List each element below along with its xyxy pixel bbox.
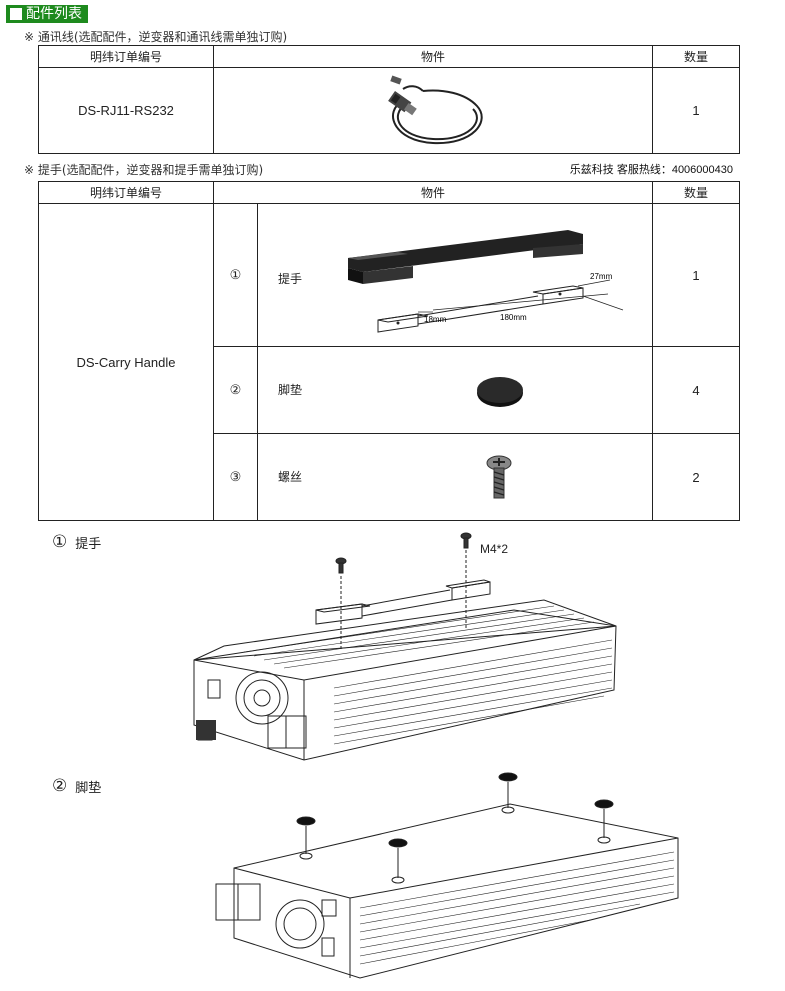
cable-image-cell xyxy=(213,67,653,154)
foot-pad-icon xyxy=(296,816,316,826)
col-order-no: 明纬订单编号 xyxy=(38,45,214,68)
foot-pad-icon xyxy=(477,377,523,407)
col-qty: 数量 xyxy=(652,45,740,68)
rs232-cable-icon xyxy=(388,75,483,145)
dim-length: 180mm xyxy=(500,313,527,322)
col-item: 物件 xyxy=(213,181,653,204)
carry-handle-icon: 27mm 18mm 180mm xyxy=(348,230,624,333)
handle-item-cell: 提手 xyxy=(257,203,653,347)
diagram2-title: ② 脚垫 xyxy=(52,776,101,796)
cable-table: 明纬订单编号 物件 数量 DS-RJ11-RS232 1 xyxy=(38,45,740,154)
square-icon xyxy=(10,8,22,20)
col-item: 物件 xyxy=(213,45,653,68)
section-title: 配件列表 xyxy=(26,6,82,22)
item-qty: 2 xyxy=(652,433,740,521)
section-header: 配件列表 xyxy=(6,5,88,23)
handle-order-no: DS-Carry Handle xyxy=(38,203,214,521)
dim-width: 27mm xyxy=(590,272,613,281)
foot-pad-icon xyxy=(594,799,614,809)
diagram1-index: ① xyxy=(52,532,68,552)
diagram2-label: 脚垫 xyxy=(75,780,102,796)
screw-icon xyxy=(486,455,512,499)
item-name: 提手 xyxy=(278,272,303,286)
handle-note: ※ 提手(选配配件，逆变器和提手需单独订购) xyxy=(24,163,264,177)
handle-install-diagram: M4*2 xyxy=(193,532,617,761)
item-index: ② xyxy=(213,346,258,434)
foot-pad-icon xyxy=(388,838,408,848)
screw-size-label: M4*2 xyxy=(480,542,508,556)
col-order-no: 明纬订单编号 xyxy=(38,181,214,204)
cable-note: ※ 通讯线(选配配件，逆变器和通讯线需单独订购) xyxy=(24,30,288,44)
foot-pad-cell: 脚垫 xyxy=(257,346,653,434)
item-name: 脚垫 xyxy=(278,383,303,397)
item-name: 螺丝 xyxy=(278,470,303,484)
foot-pad-icon xyxy=(498,772,518,782)
handle-table: 明纬订单编号 物件 数量 DS-Carry Handle ① 提手 xyxy=(38,181,740,521)
item-qty: 1 xyxy=(652,203,740,347)
footpad-install-diagram xyxy=(215,772,679,979)
cable-qty: 1 xyxy=(652,67,740,154)
cable-order-no: DS-RJ11-RS232 xyxy=(38,67,214,154)
screw-icon xyxy=(460,532,472,549)
item-qty: 4 xyxy=(652,346,740,434)
screw-icon xyxy=(335,557,347,574)
screw-cell: 螺丝 xyxy=(257,433,653,521)
diagram1-title: ① 提手 xyxy=(52,532,101,552)
col-qty: 数量 xyxy=(652,181,740,204)
item-index: ③ xyxy=(213,433,258,521)
item-index: ① xyxy=(213,203,258,347)
dim-end: 18mm xyxy=(424,315,447,324)
diagram1-label: 提手 xyxy=(75,536,102,552)
hotline-text: 乐兹科技 客服热线：4006000430 xyxy=(569,164,733,176)
diagram2-index: ② xyxy=(52,776,68,796)
